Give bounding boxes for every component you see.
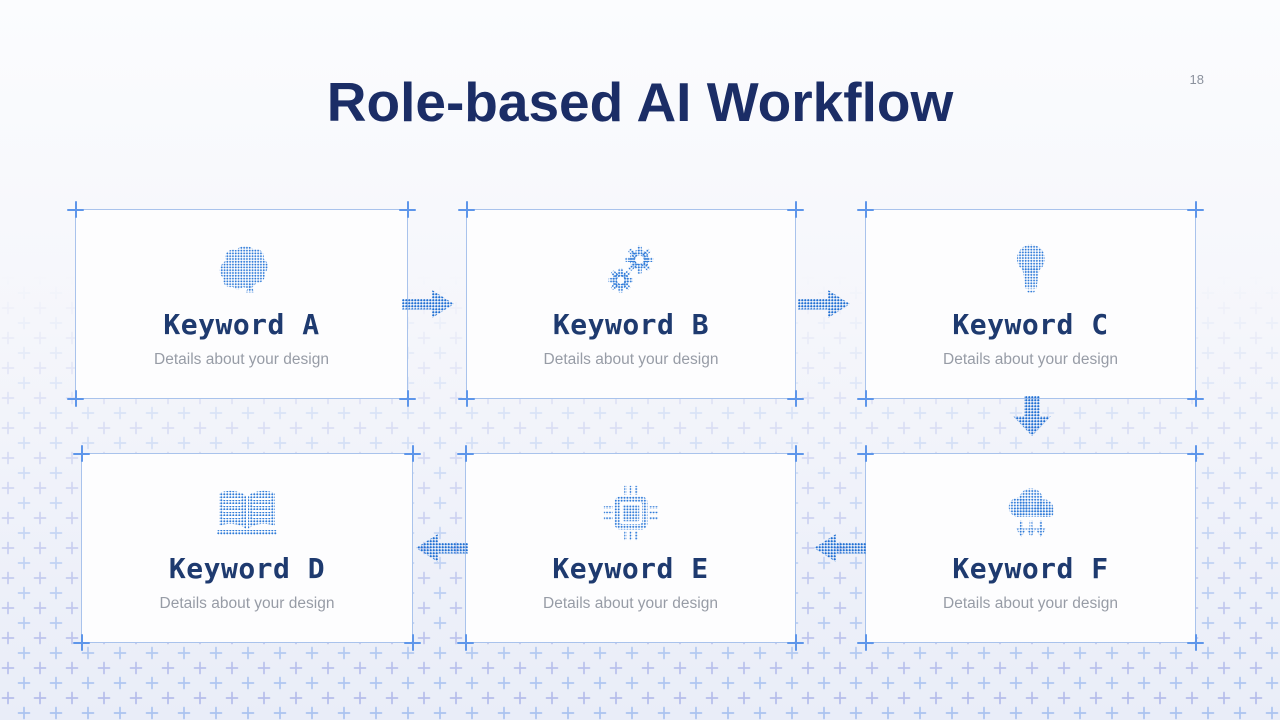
card-keyword-d: Keyword D Details about your design — [73, 445, 421, 651]
arrow-left-icon — [814, 534, 866, 562]
arrow-right-icon — [402, 290, 454, 318]
card-subtitle: Details about your design — [943, 351, 1118, 368]
page-title: Role-based AI Workflow — [326, 71, 954, 133]
card-subtitle: Details about your design — [943, 595, 1118, 612]
flow-arrow-a-to-b — [402, 287, 454, 326]
card-subtitle: Details about your design — [159, 595, 335, 612]
card-subtitle: Details about your design — [543, 595, 718, 612]
card-keyword-b: Keyword B Details about your design — [458, 201, 804, 407]
lightbulb-icon — [1010, 240, 1052, 298]
card-title: Keyword E — [552, 552, 709, 585]
flow-arrow-c-to-f — [1013, 396, 1051, 441]
card-keyword-a: Keyword A Details about your design — [67, 201, 416, 407]
arrow-left-icon — [416, 534, 468, 562]
flow-arrow-e-to-d — [416, 531, 468, 570]
card-keyword-c: Keyword C Details about your design — [857, 201, 1204, 407]
card-subtitle: Details about your design — [543, 351, 719, 368]
card-keyword-e: Keyword E Details about your design — [457, 445, 804, 651]
card-title: Keyword B — [552, 308, 710, 341]
flow-arrow-f-to-e — [814, 531, 866, 570]
flow-arrow-b-to-c — [798, 287, 850, 326]
card-title: Keyword A — [163, 308, 320, 341]
chip-icon — [600, 484, 662, 542]
arrow-down-icon — [1013, 396, 1051, 436]
page-number: 18 — [1189, 72, 1204, 87]
card-title: Keyword F — [952, 552, 1109, 585]
card-keyword-f: Keyword F Details about your design — [857, 445, 1204, 651]
brain-icon — [212, 240, 272, 298]
open-book-icon — [214, 484, 280, 542]
gears-icon — [601, 240, 661, 298]
arrow-right-icon — [798, 290, 850, 318]
card-title: Keyword C — [952, 308, 1109, 341]
cloud-download-icon — [1002, 484, 1060, 542]
card-title: Keyword D — [168, 552, 326, 585]
card-subtitle: Details about your design — [154, 351, 329, 368]
